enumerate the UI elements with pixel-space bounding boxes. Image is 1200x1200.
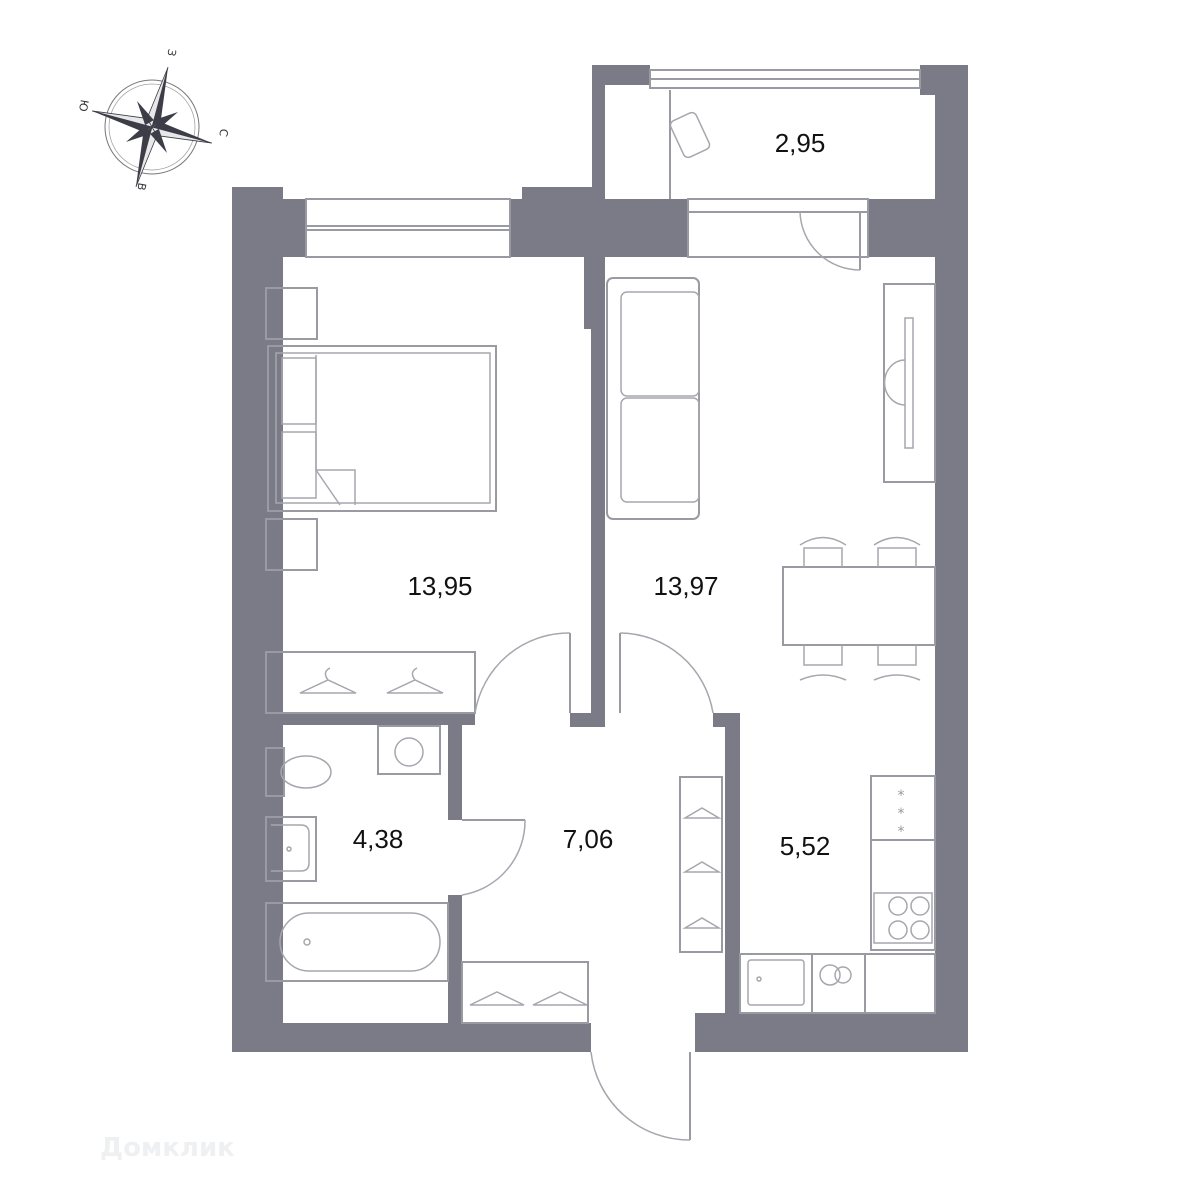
room-area-hallway: 7,06	[563, 824, 614, 854]
compass-rose-icon	[92, 66, 212, 188]
living-door	[619, 632, 714, 714]
kitchen-counter: * * *	[739, 775, 936, 1014]
walls	[232, 65, 968, 1052]
svg-text:*: *	[898, 824, 905, 840]
sofa-icon	[606, 277, 700, 520]
hall-shoe-cabinet-icon	[461, 961, 589, 1024]
compass-south-label: Ю	[76, 99, 91, 113]
entrance-door	[590, 1051, 691, 1141]
stove-icon	[873, 892, 933, 944]
bedroom-door	[474, 632, 571, 714]
sink-icon	[265, 816, 317, 882]
balcony-chair-icon	[669, 90, 711, 199]
compass-east-label: В	[134, 182, 148, 192]
dining-table-icon	[782, 536, 936, 681]
room-area-bathroom: 4,38	[353, 824, 404, 854]
nightstand-icon	[265, 518, 318, 571]
compass-west-label: З	[164, 48, 178, 57]
bed-icon	[267, 345, 497, 512]
room-area-balcony: 2,95	[775, 128, 826, 158]
bathtub-icon	[265, 902, 449, 982]
watermark-logo: Домклик	[100, 1133, 235, 1163]
nightstand-icon	[265, 287, 318, 340]
tv-stand-icon	[883, 283, 936, 483]
balcony-door	[687, 198, 869, 271]
room-area-bedroom: 13,95	[407, 571, 472, 601]
compass-north-label: С	[216, 128, 230, 138]
balcony-window	[649, 69, 921, 89]
dishwasher-icon	[819, 964, 852, 986]
bedroom-window	[305, 198, 511, 258]
wardrobe-icon	[265, 651, 476, 714]
room-area-living-room: 13,97	[653, 571, 718, 601]
hall-wardrobe-icon	[679, 776, 723, 953]
kitchen-sink-icon	[747, 959, 805, 1006]
bathroom-door	[461, 819, 526, 896]
svg-text:*: *	[898, 788, 905, 804]
washing-machine-icon	[377, 725, 441, 775]
svg-text:*: *	[898, 806, 905, 822]
toilet-icon	[265, 747, 332, 797]
room-area-kitchen: 5,52	[780, 831, 831, 861]
